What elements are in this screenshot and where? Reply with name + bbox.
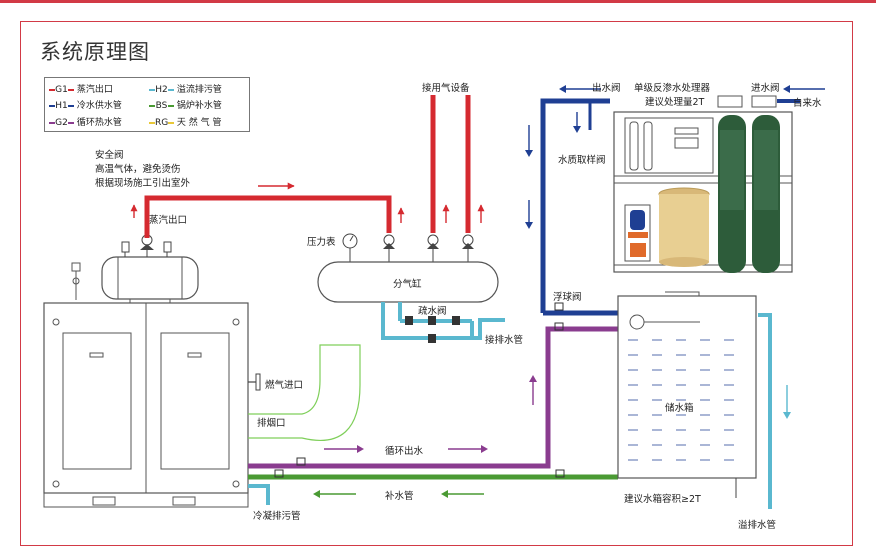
legend-code: RG xyxy=(155,118,169,128)
tap-water-label: 自来水 xyxy=(793,98,822,109)
legend-item-bs: BS 锅炉补水管 xyxy=(149,98,222,111)
legend-swatch xyxy=(68,104,74,107)
legend-code: BS xyxy=(155,101,168,111)
legend-label: 天 然 气 管 xyxy=(176,118,222,128)
safety-valve-label: 安全阀 xyxy=(95,150,124,161)
legend-swatch xyxy=(68,88,74,91)
legend-item-h1: H1 冷水供水管 xyxy=(49,98,122,111)
overflow-pipe-label: 溢排水管 xyxy=(738,520,777,531)
legend-code: H1 xyxy=(55,101,68,111)
header-valves xyxy=(342,233,474,262)
legend-swatch xyxy=(168,88,174,91)
water-tank-label: 储水箱 xyxy=(665,403,694,414)
gas-equipment-label: 接用气设备 xyxy=(422,83,470,94)
page-title: 系统原理图 xyxy=(40,40,150,64)
water-tank xyxy=(617,291,757,498)
safety-valve-note-2: 根据现场施工引出室外 xyxy=(95,178,191,189)
diagram-frame xyxy=(20,21,853,546)
safety-valve-note-1: 高温气体，避免烫伤 xyxy=(95,164,181,175)
top-border-line xyxy=(0,0,876,3)
steam-header xyxy=(317,261,499,303)
legend-item-h2: H2 溢流排污管 xyxy=(149,82,222,95)
inlet-valve-label: 进水阀 xyxy=(751,83,780,94)
flue-duct xyxy=(248,344,361,442)
legend-label: 蒸汽出口 xyxy=(76,85,113,95)
legend-label: 溢流排污管 xyxy=(176,85,222,95)
legend-swatch xyxy=(168,121,174,124)
steam-pipe xyxy=(130,95,485,238)
drain-pipes xyxy=(381,302,505,343)
safety-valves xyxy=(121,234,172,257)
legend-swatch xyxy=(49,121,55,124)
legend-label: 锅炉补水管 xyxy=(176,101,222,111)
boiler xyxy=(43,302,249,508)
legend: G1 蒸汽出口 H2 溢流排污管 H1 冷水供水管 BS 锅炉补水管 G2 循环… xyxy=(44,77,250,132)
cold-water-pipe xyxy=(540,98,610,313)
ro-treatment-unit xyxy=(613,95,793,273)
gas-inlet-flange xyxy=(248,373,261,391)
legend-label: 冷水供水管 xyxy=(76,101,122,111)
legend-code: G2 xyxy=(55,118,68,128)
pressure-gauge-label: 压力表 xyxy=(307,237,336,248)
drain-valve-label: 疏水阀 xyxy=(418,306,447,317)
makeup-pipe-label: 补水管 xyxy=(385,491,414,502)
legend-swatch xyxy=(149,88,155,91)
drain-pipe-label: 接排水管 xyxy=(485,335,524,346)
outlet-valve-label: 出水阀 xyxy=(592,83,621,94)
legend-swatch xyxy=(49,104,55,107)
steam-drum xyxy=(71,256,199,303)
legend-label: 循环热水管 xyxy=(76,118,122,128)
legend-code: G1 xyxy=(55,85,68,95)
legend-item-rg: RG 天 然 气 管 xyxy=(149,115,221,128)
flue-label: 排烟口 xyxy=(257,418,286,429)
tank-volume-label: 建议水箱容积≥2T xyxy=(624,494,701,505)
circulation-out-label: 循环出水 xyxy=(385,446,424,457)
legend-swatch xyxy=(168,104,174,107)
overflow-pipe xyxy=(758,313,772,509)
legend-item-g2: G2 循环热水管 xyxy=(49,115,122,128)
steam-outlet-label: 蒸汽出口 xyxy=(149,215,188,226)
condensate-pipe xyxy=(248,484,270,505)
ro-capacity-label: 建议处理量2T xyxy=(645,97,705,108)
circulation-pipe xyxy=(248,326,618,469)
legend-code: H2 xyxy=(155,85,168,95)
sample-valve-label: 水质取样阀 xyxy=(558,155,606,166)
legend-swatch xyxy=(149,104,155,107)
legend-swatch xyxy=(49,88,55,91)
legend-swatch xyxy=(149,121,155,124)
steam-header-label: 分气缸 xyxy=(393,279,422,290)
condensate-drain-label: 冷凝排污管 xyxy=(253,511,301,522)
legend-item-g1: G1 蒸汽出口 xyxy=(49,82,113,95)
float-valve-label: 浮球阀 xyxy=(553,292,582,303)
ro-treatment-label: 单级反渗水处理器 xyxy=(634,83,711,94)
gas-inlet-label: 燃气进口 xyxy=(265,380,304,391)
legend-swatch xyxy=(68,121,74,124)
